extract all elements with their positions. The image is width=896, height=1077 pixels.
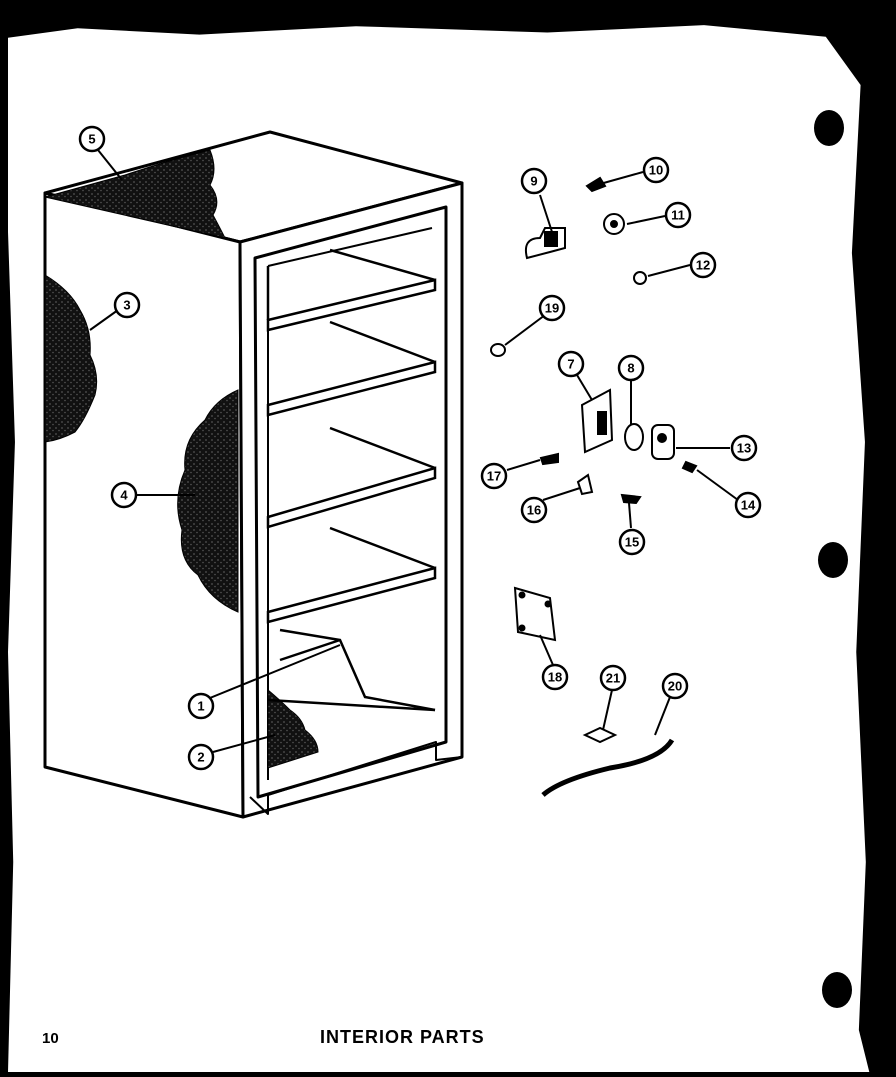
svg-text:13: 13: [737, 441, 751, 456]
callouts: 5 3 4 1 2 9 10 11 12 19 7 8 13 17 14 16 …: [78, 125, 762, 771]
svg-text:17: 17: [487, 469, 501, 484]
svg-text:7: 7: [567, 357, 574, 372]
callout-19: 19: [538, 294, 566, 322]
callout-8: 8: [617, 354, 645, 382]
svg-text:10: 10: [649, 163, 663, 178]
svg-text:9: 9: [530, 174, 537, 189]
callout-10: 10: [642, 156, 670, 184]
callout-16: 16: [520, 496, 548, 524]
callout-9: 9: [520, 167, 548, 195]
callout-4: 4: [110, 481, 138, 509]
punch-hole-middle: [818, 542, 848, 578]
shelf-3: [266, 466, 437, 529]
freezer-cabinet: [43, 130, 464, 819]
svg-text:2: 2: [197, 750, 204, 765]
callout-20: 20: [661, 672, 689, 700]
page-title: INTERIOR PARTS: [320, 1027, 485, 1047]
callout-21: 21: [599, 664, 627, 692]
svg-text:5: 5: [88, 132, 95, 147]
callout-3: 3: [113, 291, 141, 319]
callout-15: 15: [618, 528, 646, 556]
shelves: [266, 248, 437, 712]
svg-text:18: 18: [548, 670, 562, 685]
shelf-1: [266, 278, 437, 332]
svg-text:11: 11: [671, 208, 685, 223]
leader-lines: [89, 149, 739, 753]
page-number: 10: [42, 1030, 59, 1047]
callout-2: 2: [187, 743, 215, 771]
callout-11: 11: [664, 201, 692, 229]
svg-text:4: 4: [120, 488, 128, 503]
svg-text:15: 15: [625, 535, 639, 550]
callout-14: 14: [734, 491, 762, 519]
callout-12: 12: [689, 251, 717, 279]
svg-text:16: 16: [527, 503, 541, 518]
shelf-4: [266, 566, 437, 624]
shelf-2: [266, 360, 437, 417]
callout-13: 13: [730, 434, 758, 462]
svg-text:12: 12: [696, 258, 710, 273]
callout-17: 17: [480, 462, 508, 490]
punch-hole-top: [814, 110, 844, 146]
callout-7: 7: [557, 350, 585, 378]
callout-18: 18: [541, 663, 569, 691]
callout-1: 1: [187, 692, 215, 720]
small-parts: [490, 176, 698, 797]
svg-text:1: 1: [197, 699, 204, 714]
svg-text:20: 20: [668, 679, 682, 694]
svg-text:19: 19: [545, 301, 559, 316]
svg-text:21: 21: [606, 671, 620, 686]
punch-hole-bottom: [822, 972, 852, 1008]
svg-text:8: 8: [627, 361, 634, 376]
insulation-cutaways: [44, 149, 319, 769]
svg-text:3: 3: [123, 298, 130, 313]
svg-text:14: 14: [741, 498, 756, 513]
callout-5: 5: [78, 125, 106, 153]
